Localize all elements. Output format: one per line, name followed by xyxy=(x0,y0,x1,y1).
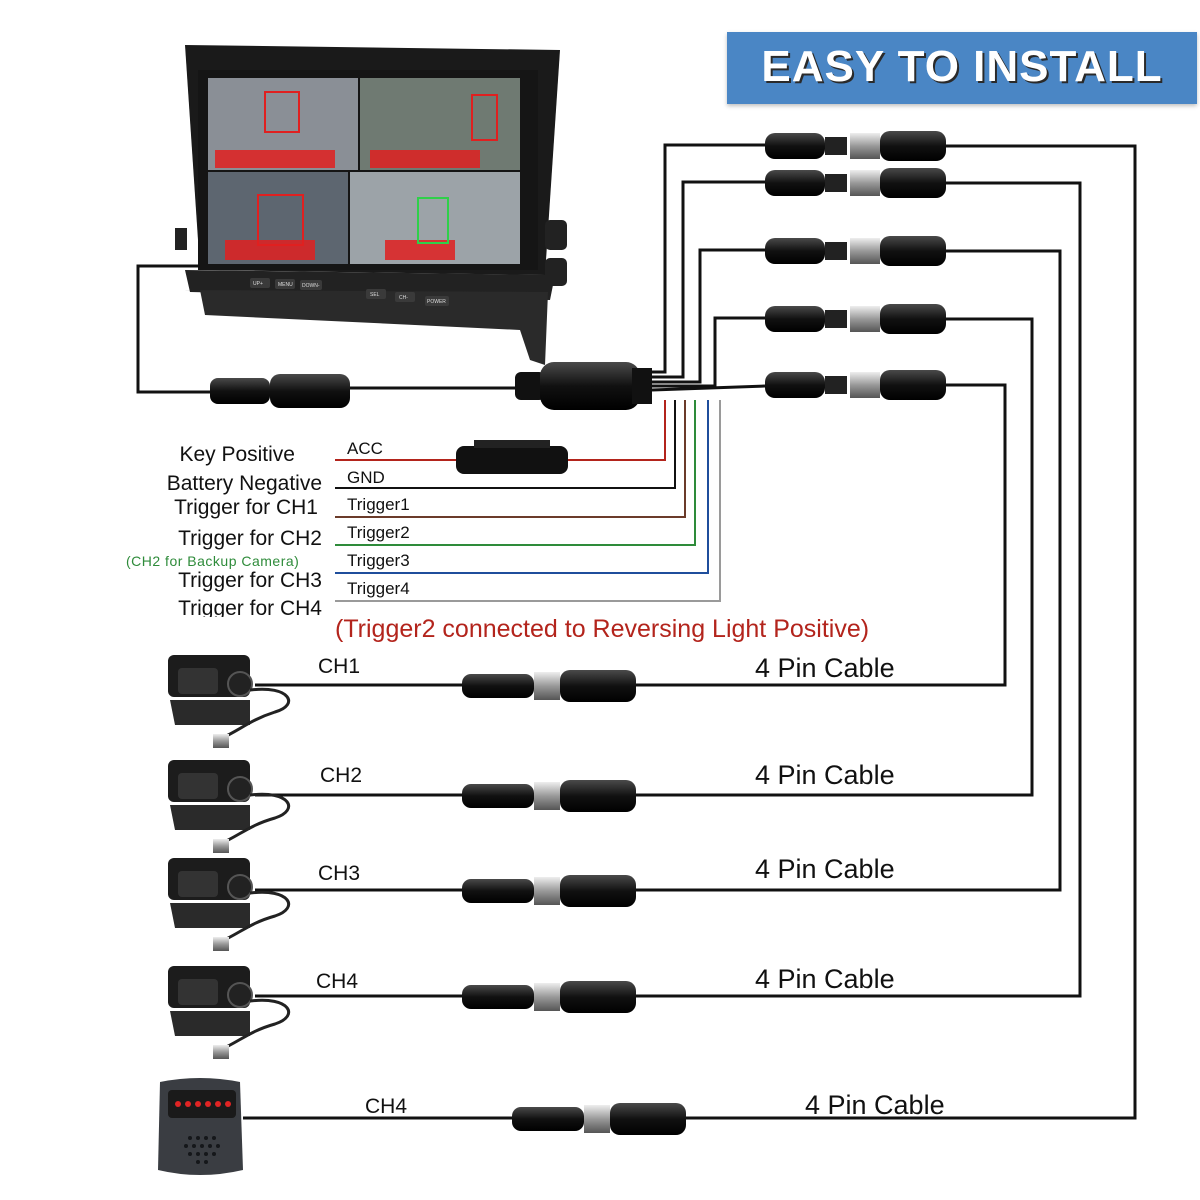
camera-icon xyxy=(168,966,291,1059)
wire-label-gnd: GND xyxy=(347,468,385,487)
camera-icon xyxy=(168,655,291,748)
monitor: UP+ MENU DOWN- SEL CH- POWER xyxy=(175,45,567,365)
camera-icon xyxy=(168,858,291,951)
trigger-wires xyxy=(335,400,721,602)
channel-label-sensor: CH4 xyxy=(365,1095,408,1118)
ch3-cable-connector xyxy=(462,875,636,907)
device-connectors xyxy=(462,670,686,1135)
easy-install-banner: EASY TO INSTALL xyxy=(727,32,1197,104)
sel-button-label: SEL xyxy=(370,292,380,298)
hub-to-bus-wires xyxy=(650,143,766,392)
bus-connector-3 xyxy=(765,236,946,266)
camera-4 xyxy=(168,966,291,1059)
sel-button[interactable] xyxy=(366,289,386,299)
bus-connector-4 xyxy=(765,304,946,334)
label-trigger-ch1: Trigger for CH1 xyxy=(174,496,318,519)
power-button[interactable] xyxy=(425,296,449,306)
power-button-label: POWER xyxy=(427,299,446,305)
camera-3 xyxy=(168,858,291,951)
label-battery-negative: Battery Negative xyxy=(166,472,322,495)
routing-wires xyxy=(635,144,1137,1120)
menu-button-label: MENU xyxy=(278,282,293,288)
monitor-cable xyxy=(136,264,520,394)
bus-connectors xyxy=(765,131,946,400)
monitor-screen xyxy=(208,78,520,264)
sensor-cable-connector xyxy=(512,1103,686,1135)
camera-1 xyxy=(168,655,291,748)
wire-label-trigger1: Trigger1 xyxy=(347,495,410,514)
wire-label-trigger2: Trigger2 xyxy=(347,523,410,542)
menu-button[interactable] xyxy=(275,279,295,289)
wire-label-acc: ACC xyxy=(347,439,383,458)
channel-label-3: CH3 xyxy=(318,862,361,885)
ch-button[interactable] xyxy=(395,292,415,302)
wire-hub xyxy=(515,362,652,410)
cable-label-3: 4 Pin Cable xyxy=(755,854,895,884)
monitor-buttons: UP+ MENU DOWN- SEL CH- POWER xyxy=(250,278,449,306)
up-button[interactable] xyxy=(250,278,270,288)
down-button[interactable] xyxy=(300,280,322,290)
monitor-connector xyxy=(210,374,350,408)
down-button-label: DOWN- xyxy=(302,283,320,289)
label-trigger-ch2: Trigger for CH2 xyxy=(178,527,322,550)
label-key-positive: Key Positive xyxy=(179,443,295,466)
cable-label-4: 4 Pin Cable xyxy=(755,964,895,994)
radar-sensor-icon xyxy=(158,1078,243,1175)
cable-label-sensor: 4 Pin Cable xyxy=(805,1090,945,1120)
bus-connector-1 xyxy=(765,131,946,161)
channel-label-4: CH4 xyxy=(316,970,359,993)
channel-label-1: CH1 xyxy=(318,655,361,678)
radar-sensor xyxy=(158,1078,243,1175)
wire-label-trigger3: Trigger3 xyxy=(347,551,410,570)
cable-label-2: 4 Pin Cable xyxy=(755,760,895,790)
camera-2 xyxy=(168,760,291,853)
up-button-label: UP+ xyxy=(253,281,263,287)
ch2-cable-connector xyxy=(462,780,636,812)
label-trigger-ch4: Trigger for CH4 xyxy=(178,597,322,617)
banner-title: EASY TO INSTALL xyxy=(761,42,1163,91)
reversing-light-note: (Trigger2 connected to Reversing Light P… xyxy=(335,615,870,643)
ch1-cable-connector xyxy=(462,670,636,702)
bus-connector-2 xyxy=(765,168,946,198)
fuse-holder xyxy=(456,440,568,474)
wire-label-trigger4: Trigger4 xyxy=(347,579,410,598)
bus-connector-5 xyxy=(765,370,946,400)
ch4-cable-connector xyxy=(462,981,636,1013)
label-trigger-ch3: Trigger for CH3 xyxy=(178,569,322,592)
ch-button-label: CH- xyxy=(399,295,408,301)
cable-label-1: 4 Pin Cable xyxy=(755,653,895,683)
device-cables xyxy=(243,683,515,1120)
camera-icon xyxy=(168,760,291,853)
channel-label-2: CH2 xyxy=(320,764,363,787)
label-ch2-backup-note: (CH2 for Backup Camera) xyxy=(126,553,300,569)
